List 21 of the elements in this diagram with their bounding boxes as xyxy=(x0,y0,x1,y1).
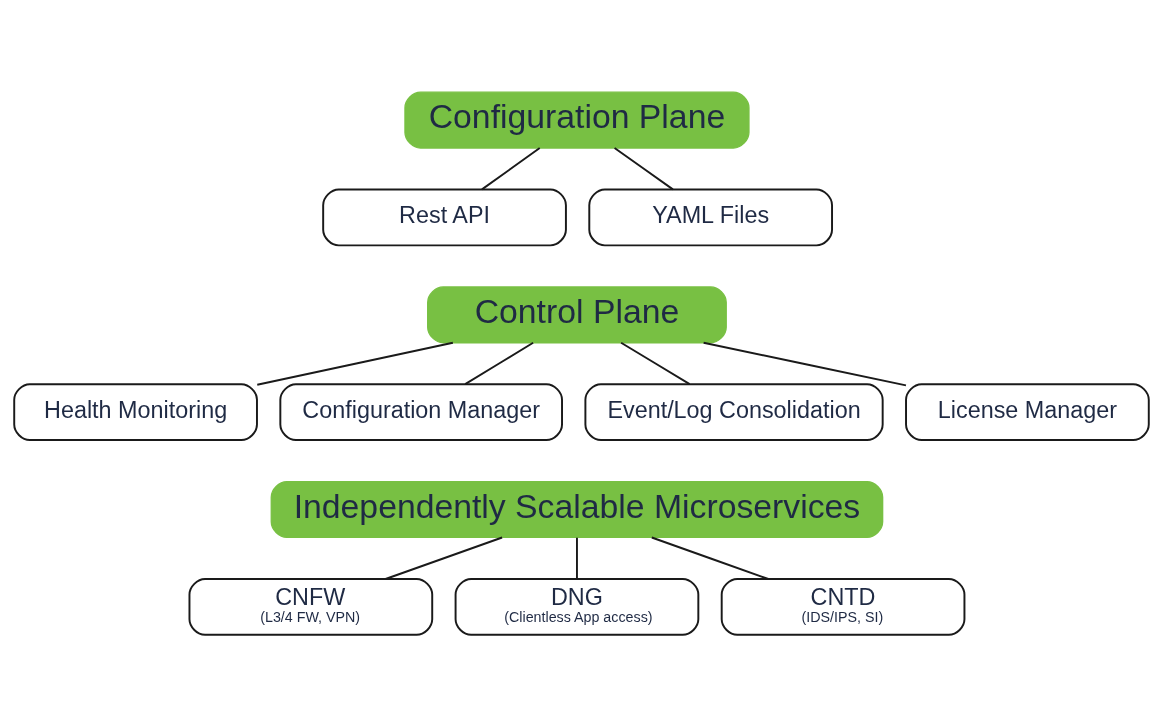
node-box: Configuration Manager xyxy=(279,383,563,442)
node-box: Health Monitoring xyxy=(13,383,258,442)
node-box: Configuration Plane xyxy=(404,91,750,149)
connector xyxy=(650,536,770,580)
connector xyxy=(702,341,907,387)
node-box: License Manager xyxy=(905,383,1150,442)
node-box: Rest API xyxy=(322,188,567,247)
node-box: YAML Files xyxy=(588,188,833,247)
connector xyxy=(464,341,535,386)
connector xyxy=(256,341,454,386)
connector xyxy=(384,536,504,580)
node-box: Control Plane xyxy=(427,286,727,344)
connector xyxy=(481,147,541,191)
connector xyxy=(620,341,691,386)
node-box: CNTD (IDS/IPS, SI) xyxy=(720,578,966,636)
node-box: Event/Log Consolidation xyxy=(584,383,884,442)
connector xyxy=(576,536,578,580)
node-box: Independently Scalable Microservices xyxy=(270,481,884,539)
node-box: DNG (Clientless App access) xyxy=(454,578,700,636)
node-box: CNFW (L3/4 FW, VPN) xyxy=(188,578,434,636)
connector xyxy=(613,147,674,191)
